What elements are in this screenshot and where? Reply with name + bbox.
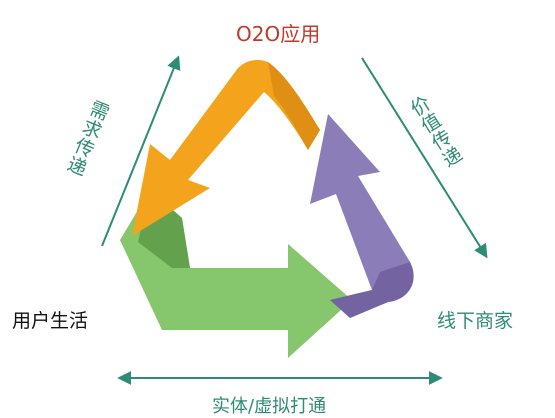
- right-label: 线下商家: [437, 310, 514, 332]
- orange-fold-shade: [268, 62, 320, 150]
- left-label: 用户生活: [12, 310, 89, 332]
- orange-band-arrow: [132, 60, 320, 236]
- top-label: O2O应用: [236, 22, 321, 46]
- purple-band-arrow: [310, 114, 414, 318]
- right-diagonal-arrow: [361, 57, 488, 259]
- left-diagonal-arrow: [101, 55, 181, 247]
- bottom-label: 实体/虚拟打通: [212, 396, 327, 417]
- purple-fold-shade: [330, 262, 414, 318]
